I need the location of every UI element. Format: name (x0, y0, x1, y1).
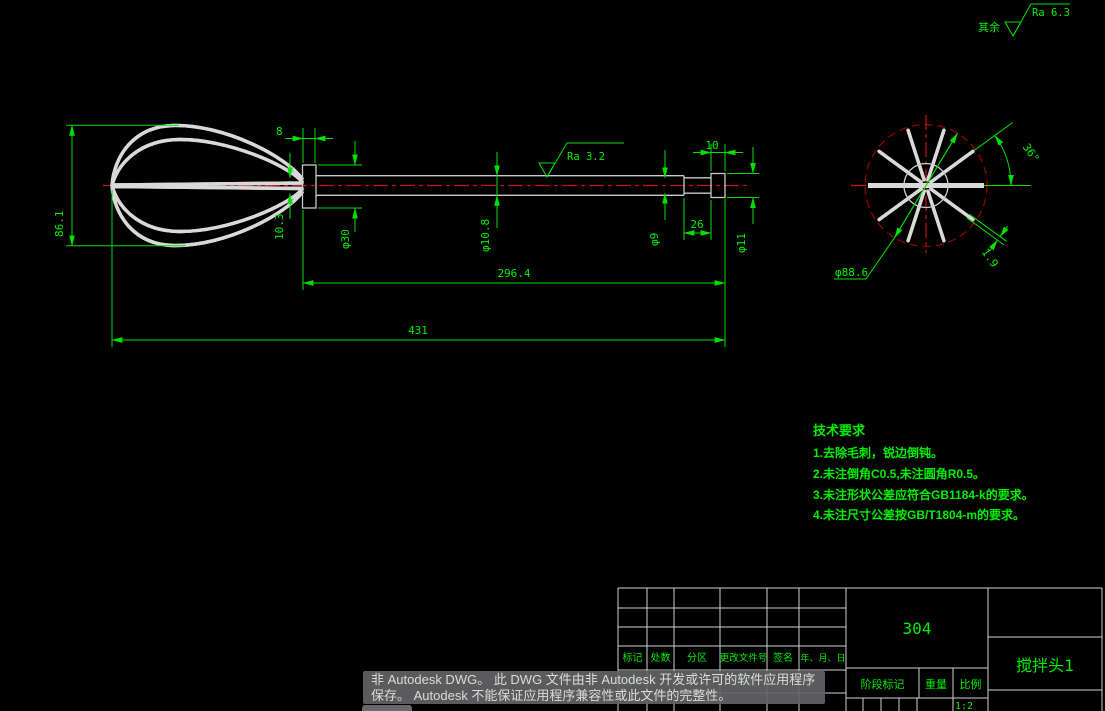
dim-spoke-angle: 36° (1020, 141, 1042, 165)
col-zone: 分区 (687, 652, 707, 664)
roughness-symbol: Ra 3.2 (538, 142, 624, 179)
dwg-warning-toast[interactable]: 非 Autodesk DWG。 此 DWG 文件由非 Autodesk 开发或许… (363, 671, 825, 704)
col-doc-no: 更改文件号 (720, 652, 768, 664)
general-finish-note: 其余 Ra 6.3 (978, 3, 1070, 38)
dim-circle-dia: φ88.6 (835, 266, 868, 279)
dim-neck-bundle: 10.3 (273, 214, 286, 241)
collar (301, 164, 317, 209)
col-date: 年、月、日 (800, 652, 845, 664)
shaft-outline (301, 164, 726, 209)
dim-step-dia: φ9 (648, 233, 661, 246)
weight-label: 重量 (925, 677, 947, 691)
end-view: φ88.6 36° 1.9 (834, 115, 1042, 280)
roughness-icon (1004, 21, 1022, 38)
dwg-warning-line2: 保存。 Autodesk 不能保证应用程序兼容性或此文件的完整性。 (371, 687, 732, 703)
title-block-grid (617, 587, 1103, 711)
part-name: 搅拌头1 (1016, 656, 1074, 675)
dim-balloon-height: 86.1 (53, 211, 66, 238)
dim-shaft-dia: φ10.8 (479, 219, 492, 252)
toast-stub[interactable] (362, 705, 412, 711)
tech-req-item: 4.未注尺寸公差按GB/T1804-m的要求。 (813, 507, 1025, 522)
finish-note-value: Ra 6.3 (1032, 7, 1070, 19)
dim-tip-length: 10 (705, 139, 718, 152)
hub-circle (903, 162, 949, 209)
stage-mark-label: 阶段标记 (861, 677, 905, 691)
tech-req-item: 3.未注形状公差应符合GB1184-k的要求。 (813, 487, 1034, 502)
col-mark: 标记 (623, 652, 643, 664)
dim-surface-roughness: Ra 3.2 (567, 151, 605, 163)
tech-requirements: 技术要求 1.去除毛刺，锐边倒钝。 2.未注倒角C0.5,未注圆角R0.5。 3… (813, 423, 1034, 522)
dwg-warning-line1: 非 Autodesk DWG。 此 DWG 文件由非 Autodesk 开发或许… (371, 672, 816, 687)
tech-req-item: 1.去除毛刺，锐边倒钝。 (813, 445, 943, 460)
dim-overall-length: 431 (408, 324, 428, 337)
dim-collar-width: 8 (276, 125, 283, 138)
tech-req-title: 技术要求 (813, 423, 866, 438)
dim-shaft-length: 296.4 (497, 267, 530, 280)
finish-note-prefix: 其余 (978, 20, 1000, 34)
dim-collar-dia: φ30 (339, 229, 352, 249)
tech-req-item: 2.未注倒角C0.5,未注圆角R0.5。 (813, 466, 985, 481)
material: 304 (903, 619, 932, 638)
dim-wire-thickness: 1.9 (979, 246, 1001, 270)
col-count: 处数 (651, 651, 671, 664)
tip-cap (710, 172, 726, 199)
scale-label: 比例 (960, 677, 982, 691)
main-view: 86.1 8 10.3 φ30 φ10.8 (53, 123, 759, 347)
main-view-dimensions: 86.1 8 10.3 φ30 φ10.8 (53, 124, 759, 347)
scale-value: 1:2 (955, 701, 973, 711)
col-sign: 签名 (773, 651, 793, 664)
dim-tip-dia: φ11 (735, 233, 748, 253)
dim-step-length: 26 (690, 218, 703, 231)
